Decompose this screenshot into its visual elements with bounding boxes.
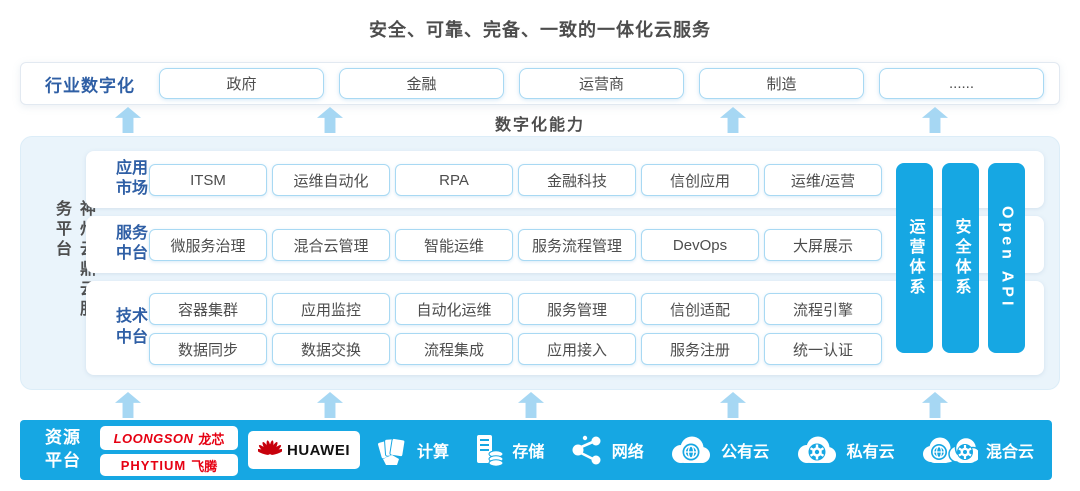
tech-item-data-exchange: 数据交换 (272, 333, 390, 365)
hybrid-cloud-icon (920, 435, 978, 465)
resource-item-network: 网络 (570, 434, 644, 466)
app-item-rpa: RPA (395, 164, 513, 196)
resource-item-compute: 计算 (375, 434, 449, 466)
resource-platform-bar: 资源 平台 LOONGSON 龙芯 PHYTIUM 飞腾 (20, 420, 1052, 480)
resource-item-label: 私有云 (846, 444, 895, 461)
private-cloud-icon (795, 435, 839, 465)
up-arrow-icon (518, 392, 544, 418)
tech-item-xinchuang-adapt: 信创适配 (641, 293, 759, 325)
industry-digitalization-row: 行业数字化 政府 金融 运营商 制造 ...... (20, 62, 1060, 105)
tech-item-service-registry: 服务注册 (641, 333, 759, 365)
tech-item-process-integration: 流程集成 (395, 333, 513, 365)
tech-item-unified-auth: 统一认证 (764, 333, 882, 365)
network-icon (570, 434, 604, 466)
huawei-flower-icon (256, 436, 284, 465)
resource-item-storage: 存储 (474, 434, 544, 466)
resource-item-label: 混合云 (985, 444, 1034, 461)
tech-item-app-monitoring: 应用监控 (272, 293, 390, 325)
app-item-ops-automation: 运维自动化 (272, 164, 390, 196)
pillar-security-system: 安全体系 (942, 163, 979, 353)
cloud-service-platform-panel: 神州云鼎云服务平台 应用 市场 ITSM 运维自动化 RPA 金融科技 信创应用… (20, 136, 1060, 390)
svc-item-devops: DevOps (641, 229, 759, 261)
svc-item-hybrid-cloud-mgmt: 混合云管理 (272, 229, 390, 261)
resource-item-label: 公有云 (721, 444, 770, 461)
digital-capability-label: 数字化能力 (494, 117, 585, 134)
tech-platform-label: 技术 中台 (116, 308, 149, 346)
svc-item-intelligent-ops: 智能运维 (395, 229, 513, 261)
huawei-logo: HUAWEI (248, 431, 360, 469)
resource-item-label: 存储 (512, 444, 545, 461)
resource-platform-label: 资源 平台 (45, 428, 81, 470)
app-market-row: 应用 市场 ITSM 运维自动化 RPA 金融科技 信创应用 运维/运营 (86, 151, 1044, 208)
resource-items: 计算 存储 (375, 420, 1034, 480)
resource-item-label: 网络 (611, 444, 644, 461)
resource-item-hybrid-cloud: 混合云 (920, 435, 1034, 465)
tech-item-container-cluster: 容器集群 (149, 293, 267, 325)
loongson-logo: LOONGSON 龙芯 (100, 426, 238, 450)
pillar-open-api: Open API (988, 163, 1025, 353)
storage-icon (474, 434, 504, 466)
resource-item-label: 计算 (417, 444, 450, 461)
industry-item-manufacturing: 制造 (699, 68, 864, 99)
svc-item-big-screen: 大屏展示 (764, 229, 882, 261)
industry-item-finance: 金融 (339, 68, 504, 99)
up-arrow-icon (922, 392, 948, 418)
compute-icon (375, 434, 409, 466)
app-item-ops-operation: 运维/运营 (764, 164, 882, 196)
pillar-operations-system: 运营体系 (896, 163, 933, 353)
app-item-fintech: 金融科技 (518, 164, 636, 196)
industry-item-carrier: 运营商 (519, 68, 684, 99)
tech-item-automated-ops: 自动化运维 (395, 293, 513, 325)
tech-item-app-access: 应用接入 (518, 333, 636, 365)
page-title: 安全、可靠、完备、一致的一体化云服务 (369, 20, 711, 40)
resource-item-public-cloud: 公有云 (669, 435, 769, 465)
tech-item-process-engine: 流程引擎 (764, 293, 882, 325)
app-item-xinchuang-app: 信创应用 (641, 164, 759, 196)
svc-item-service-process-mgmt: 服务流程管理 (518, 229, 636, 261)
tech-item-service-mgmt: 服务管理 (518, 293, 636, 325)
industry-item-more: ...... (879, 68, 1044, 99)
app-item-itsm: ITSM (149, 164, 267, 196)
up-arrow-icon (115, 392, 141, 418)
industry-row-label: 行业数字化 (45, 76, 135, 95)
tech-platform-row: 技术 中台 容器集群 应用监控 自动化运维 服务管理 信创适配 流程引擎 数据同… (86, 281, 1044, 375)
public-cloud-icon (669, 435, 713, 465)
resource-item-private-cloud: 私有云 (795, 435, 895, 465)
phytium-logo: PHYTIUM 飞腾 (100, 454, 238, 476)
service-platform-row: 服务 中台 微服务治理 混合云管理 智能运维 服务流程管理 DevOps 大屏展… (86, 216, 1044, 273)
service-platform-label: 服务 中台 (116, 224, 149, 263)
up-arrow-icon (720, 392, 746, 418)
app-market-label: 应用 市场 (116, 159, 149, 198)
up-arrow-icon (317, 392, 343, 418)
industry-item-government: 政府 (159, 68, 324, 99)
svc-item-microservice-governance: 微服务治理 (149, 229, 267, 261)
tech-item-data-sync: 数据同步 (149, 333, 267, 365)
